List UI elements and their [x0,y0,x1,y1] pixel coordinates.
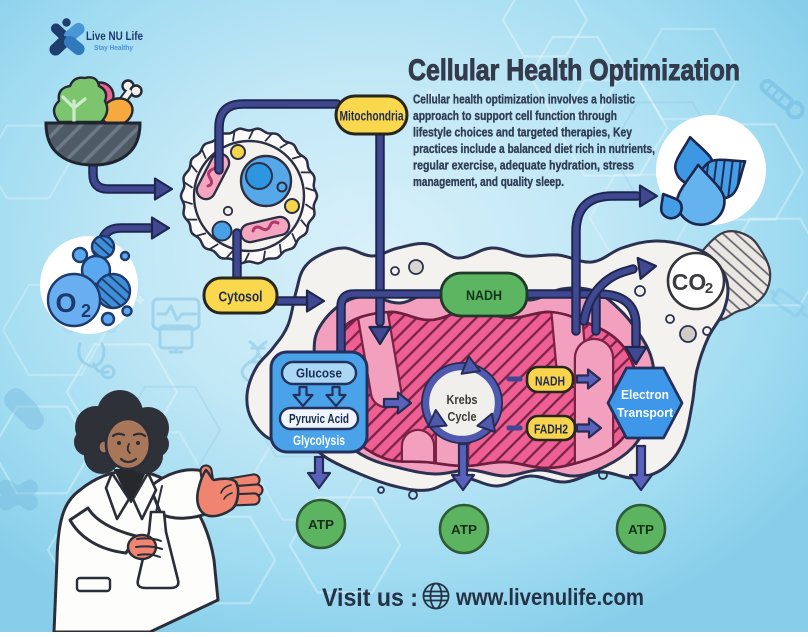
svg-text:www.livenulife.com: www.livenulife.com [455,584,644,610]
svg-text:Electron: Electron [621,387,669,402]
svg-text:approach to support cell funct: approach to support cell function throug… [413,108,617,123]
svg-text:lifestyle choices and targeted: lifestyle choices and targeted therapies… [413,125,633,140]
svg-text:2: 2 [81,301,91,321]
svg-text:practices include a balanced d: practices include a balanced diet rich i… [413,141,655,156]
svg-text:ATP: ATP [451,522,477,537]
svg-text:Cellular health optimization i: Cellular health optimization involves a … [413,92,635,107]
svg-text:NADH: NADH [466,287,502,303]
svg-text:Mitochondria: Mitochondria [340,109,404,124]
svg-text:ATP: ATP [628,522,654,537]
svg-text:Pyruvic Acid: Pyruvic Acid [289,412,349,426]
svg-text:Cellular Health Optimization: Cellular Health Optimization [408,54,740,87]
svg-text:Glycolysis: Glycolysis [293,432,345,448]
svg-text:Stay Healthy: Stay Healthy [94,43,134,52]
svg-text:Cytosol: Cytosol [219,290,263,306]
svg-text:NADH: NADH [535,375,565,389]
svg-text:CO: CO [672,269,707,295]
svg-text:ATP: ATP [308,517,334,532]
svg-text:Visit us :: Visit us : [322,584,418,612]
svg-text:O: O [55,288,76,318]
svg-text:Live NU Life: Live NU Life [86,31,143,43]
svg-text:2: 2 [705,280,713,297]
svg-text:Krebs: Krebs [447,392,478,407]
svg-text:Glucose: Glucose [296,366,342,381]
svg-text:management, and quality sleep.: management, and quality sleep. [413,174,564,189]
svg-text:regular exercise, adequate hyd: regular exercise, adequate hydration, st… [413,158,634,173]
svg-text:FADH2: FADH2 [534,423,568,437]
svg-text:Transport: Transport [617,405,674,420]
svg-text:Cycle: Cycle [448,409,477,424]
